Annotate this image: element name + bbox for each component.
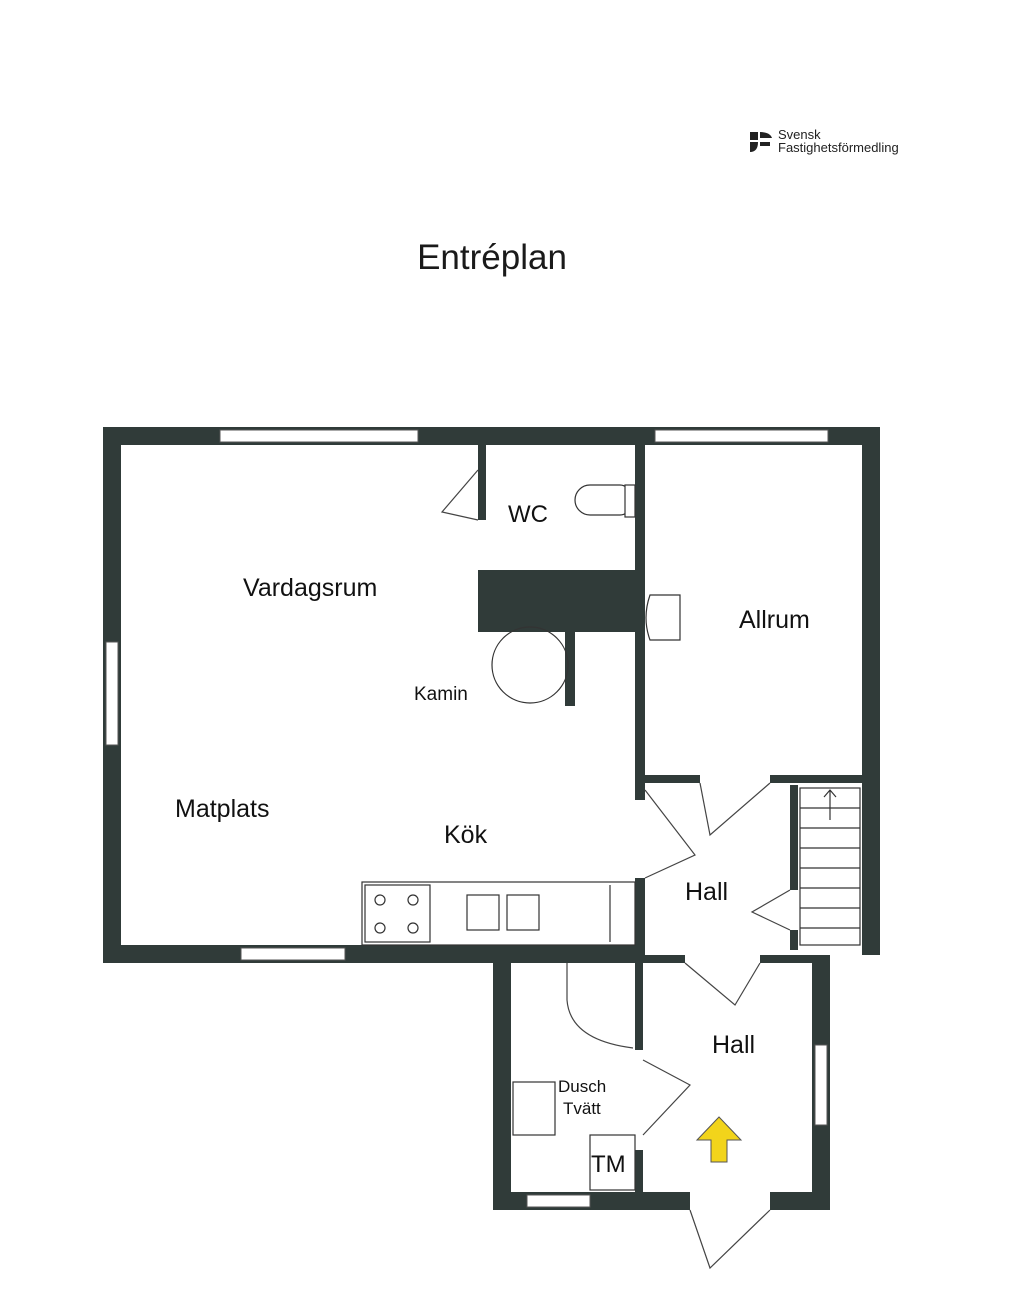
sink-icon <box>506 894 540 931</box>
shower-icon <box>512 1081 556 1136</box>
toilet-tank <box>624 484 636 518</box>
sink-icon <box>466 894 500 931</box>
entrance-arrow-icon <box>695 1116 743 1163</box>
water-heater <box>589 1134 636 1191</box>
logo-line2: Fastighetsförmedling <box>778 140 899 155</box>
room-allrum: Allrum <box>739 606 810 634</box>
toilet-icon <box>574 484 631 516</box>
room-wc: WC <box>508 501 548 528</box>
company-logo: Svensk Fastighetsförmedling <box>748 128 899 154</box>
floor-title: Entréplan <box>417 238 567 277</box>
room-hall-upper: Hall <box>685 878 728 906</box>
stove-chair <box>645 594 681 641</box>
room-kok: Kök <box>444 821 488 849</box>
doors <box>440 469 791 1270</box>
walls <box>103 427 880 1210</box>
room-vardagsrum: Vardagsrum <box>243 574 377 602</box>
room-hall-lower: Hall <box>712 1031 755 1059</box>
stove-icon <box>364 884 431 943</box>
logo-mark-icon <box>750 132 772 152</box>
logo-line1: Svensk <box>778 127 821 142</box>
fixtures <box>361 484 861 1191</box>
room-tvatt: Tvätt <box>563 1099 601 1118</box>
room-matplats: Matplats <box>175 795 269 823</box>
room-dusch: Dusch <box>558 1077 606 1096</box>
label-kamin: Kamin <box>414 684 468 705</box>
label-tm: TM <box>591 1151 626 1178</box>
fireplace-hearth <box>491 626 569 704</box>
windows <box>105 429 829 1208</box>
